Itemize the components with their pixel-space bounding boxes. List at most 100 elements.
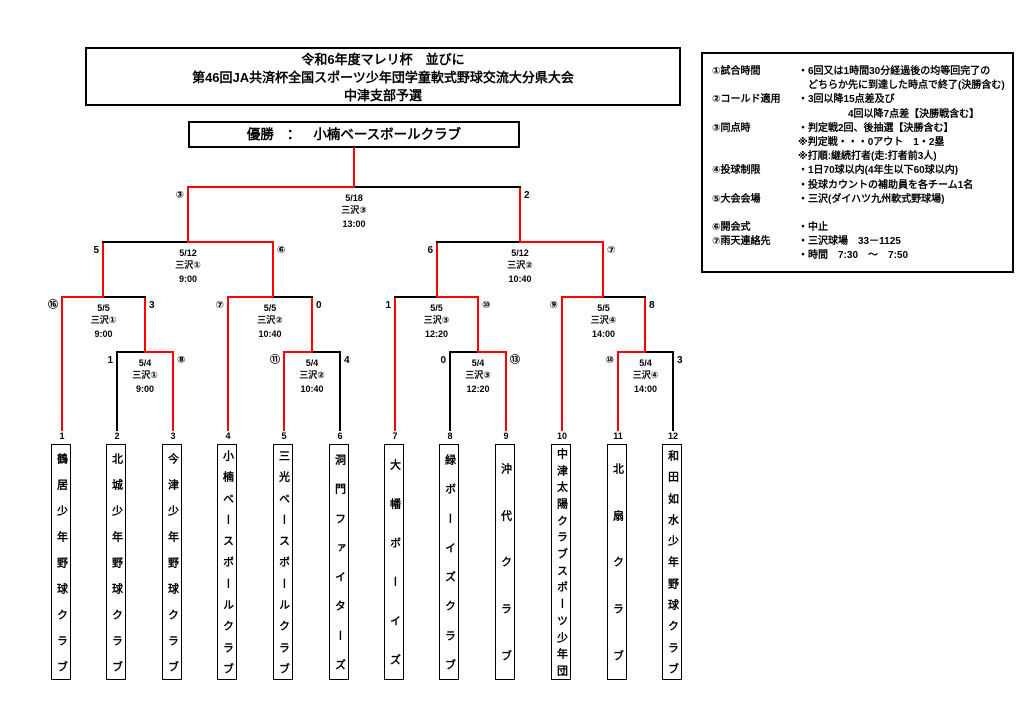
team-name-char: ベ [277, 492, 290, 504]
bracket-line [61, 296, 104, 298]
team-name-char: 居 [55, 478, 68, 490]
bracket-line [617, 351, 646, 353]
team-name-char: ボ [277, 556, 290, 568]
team-name-char: ブ [499, 650, 512, 662]
team-name-char: 城 [110, 478, 123, 490]
team-box: 洞門ファイターズ [329, 444, 349, 680]
team-name-char: 球 [166, 582, 179, 594]
team-name-char: ク [221, 620, 234, 632]
bracket-line [617, 351, 619, 431]
team-name-char: 沖 [499, 462, 512, 474]
bracket-line [561, 296, 563, 431]
team-name-char: 光 [277, 471, 290, 483]
score-label: 1 [107, 355, 113, 366]
team-name-char: 和 [666, 450, 679, 462]
team-name-char: ラ [110, 634, 123, 646]
team-name-char: ラ [443, 629, 456, 641]
team-box: 緑ボーイズクラブ [439, 444, 459, 680]
team-name-char: 球 [110, 582, 123, 594]
team-box: 中津太陽クラブスポーツ少年団 [551, 444, 571, 680]
team-name-char: ス [277, 535, 290, 547]
team-name-char: ブ [443, 658, 456, 670]
bracket-line [283, 351, 285, 431]
team-name-char: 三 [277, 450, 290, 462]
team-name-char: ル [277, 598, 290, 610]
team-name-char: 水 [666, 513, 679, 525]
team-name-char: ベ [221, 492, 234, 504]
team-name-char: ラ [55, 634, 68, 646]
team-name-char: ラ [499, 603, 512, 615]
team-name-char: 津 [555, 464, 568, 476]
bracket-line [116, 351, 146, 353]
team-name-char: ク [555, 514, 568, 526]
rule-row: ⑥開会式・中止 [712, 221, 1006, 235]
rule-label: ⑦雨天連絡先 [712, 236, 771, 248]
rule-spacer [712, 207, 1006, 221]
team-name-char: 大 [388, 459, 401, 470]
bracket-line [602, 241, 604, 298]
score-label: 3 [677, 355, 683, 366]
team-name-char: ァ [333, 541, 346, 553]
bracket-line [519, 186, 521, 243]
team-name-char: ー [277, 577, 290, 589]
team-name-char: 小 [221, 450, 234, 462]
score-label: 3 [149, 300, 155, 311]
team-number: 3 [170, 431, 176, 441]
team-name-char: ラ [221, 641, 234, 653]
champion-box: 優勝：小楠ベースボールクラブ [188, 121, 520, 148]
team-name-char: ク [166, 608, 179, 620]
team-number: 6 [337, 431, 343, 441]
bracket-line [102, 241, 189, 243]
team-box: 小楠ベースボールクラブ [217, 444, 237, 680]
rule-text: ・三沢(ダイハツ九州軟式野球場) [798, 193, 945, 205]
rule-text: ・中止 [798, 222, 828, 234]
bracket-line [436, 241, 521, 243]
bracket-line [283, 351, 313, 353]
rule-label: ②コールド適用 [712, 94, 781, 106]
team-name-char: 代 [499, 509, 512, 521]
rule-row: ①試合時間・6回又は1時間30分経過後の均等回完了の どちらか先に到達した時点で… [712, 65, 1006, 93]
score-label: ⑩ [605, 355, 614, 366]
team-name-char: 中 [555, 447, 568, 459]
team-name-char: ブ [110, 660, 123, 672]
team-name-char: 少 [55, 504, 68, 516]
rules-box: ①試合時間・6回又は1時間30分経過後の均等回完了の どちらか先に到達した時点で… [701, 52, 1014, 273]
score-label: ⑯ [48, 300, 58, 311]
team-name-char: 野 [55, 556, 68, 568]
team-name-char: ク [110, 608, 123, 620]
team-name-char: 田 [666, 471, 679, 483]
bracket-line [602, 296, 646, 298]
team-name-char: ツ [555, 614, 568, 626]
team-name-char: ブ [611, 650, 624, 662]
team-name-char: ー [277, 513, 290, 525]
score-label: ⑨ [549, 300, 558, 311]
rule-text: ・3回以降15点差及び 4回以降7点差【決勝戦含む】 [798, 94, 980, 120]
team-name-char: 洞 [333, 454, 346, 466]
bracket-line [436, 241, 438, 298]
team-name-char: ボ [221, 556, 234, 568]
team-name-char: 楠 [221, 471, 234, 483]
champion-team-name: 小楠ベースボールクラブ [313, 127, 462, 142]
team-name-char: ー [443, 512, 456, 524]
rule-row: ③同点時・判定戦2回、後抽選【決勝含む】※判定戦・・・0アウト 1・2塁※打順:… [712, 122, 1006, 165]
team-number: 10 [556, 431, 568, 441]
team-name-char: 緑 [443, 454, 456, 466]
team-name-char: 如 [666, 492, 679, 504]
team-name-char: 少 [166, 504, 179, 516]
team-name-char: フ [333, 512, 346, 524]
team-name-char: ー [388, 576, 401, 587]
score-label: ⑦ [215, 300, 224, 311]
rule-row: ②コールド適用 ・3回以降15点差及び 4回以降7点差【決勝戦含む】 [712, 93, 1006, 121]
team-name-char: 津 [166, 478, 179, 490]
bracket-line [505, 351, 507, 431]
team-name-char: ブ [555, 548, 568, 560]
team-name-char: ク [277, 620, 290, 632]
score-label: 8 [649, 300, 655, 311]
team-name-char: 年 [110, 530, 123, 542]
team-name-char: 少 [110, 504, 123, 516]
